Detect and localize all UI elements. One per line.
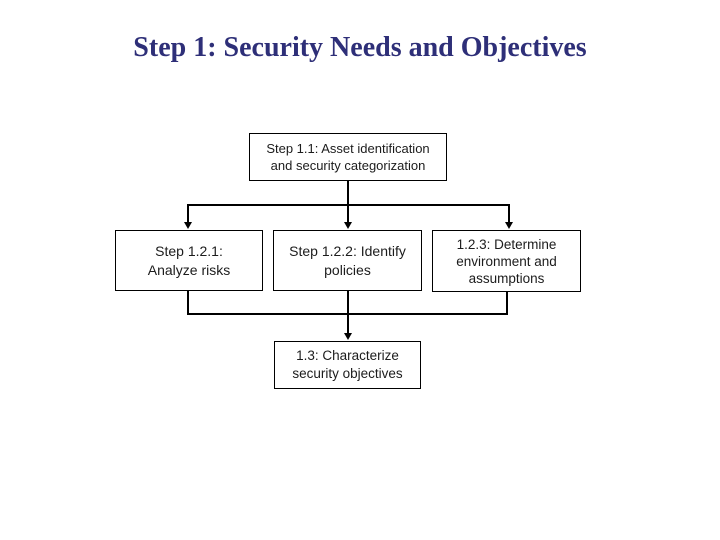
box-text-line: Analyze risks bbox=[147, 261, 231, 278]
box-text-line: Step 1.2.1: bbox=[155, 242, 223, 259]
arrowhead-down-icon bbox=[344, 333, 352, 340]
arrowhead-down-icon bbox=[505, 222, 513, 229]
box-text-line: and security categorization bbox=[270, 158, 426, 173]
slide-title: Step 1: Security Needs and Objectives bbox=[133, 32, 587, 63]
flowchart-box-step-1-3: 1.3: Characterize security objectives bbox=[274, 341, 421, 389]
arrowhead-down-icon bbox=[344, 222, 352, 229]
connector-top-horizontal bbox=[187, 204, 510, 206]
connector-top-left-vertical bbox=[187, 204, 189, 223]
arrowhead-down-icon bbox=[184, 222, 192, 229]
flowchart-box-step-1-2-3: 1.2.3: Determine environment and assumpt… bbox=[432, 230, 581, 292]
flowchart-box-step-1-2-1: Step 1.2.1: Analyze risks bbox=[115, 230, 263, 291]
box-text-line: Step 1.1: Asset identification bbox=[266, 141, 430, 156]
connector-bottom-left-vertical bbox=[187, 291, 189, 314]
box-text-line: 1.3: Characterize bbox=[296, 348, 399, 363]
box-text-line: environment and bbox=[456, 253, 557, 269]
connector-bottom-right-vertical bbox=[506, 292, 508, 314]
box-text-line: 1.2.3: Determine bbox=[456, 236, 557, 252]
box-text-line: policies bbox=[324, 261, 371, 278]
connector-top-middle-vertical bbox=[347, 181, 349, 223]
flowchart-box-step-1-1: Step 1.1: Asset identification and secur… bbox=[249, 133, 447, 181]
connector-top-right-vertical bbox=[508, 204, 510, 223]
box-text-line: Step 1.2.2: Identify bbox=[289, 242, 406, 259]
box-text-line: assumptions bbox=[468, 270, 545, 286]
connector-bottom-middle-vertical bbox=[347, 291, 349, 333]
box-text-line: security objectives bbox=[292, 366, 403, 381]
flowchart-box-step-1-2-2: Step 1.2.2: Identify policies bbox=[273, 230, 422, 291]
